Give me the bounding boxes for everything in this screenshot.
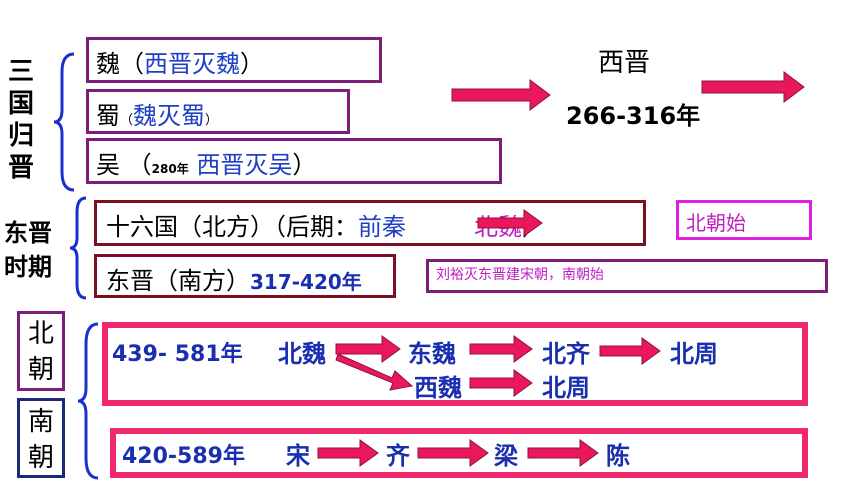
beichao-beiqi: 北齐	[542, 340, 590, 368]
beichao-xiwei: 西魏	[414, 374, 462, 402]
label-char: 晋	[7, 153, 34, 183]
nanchao-song: 宋	[286, 442, 310, 470]
beichao-beizhou-1: 北周	[670, 340, 718, 368]
arrow-dongwei-beiqi	[469, 335, 533, 363]
label-line: 东晋	[4, 219, 52, 247]
arrow-from-xijin	[701, 71, 805, 103]
nanchao-box	[110, 428, 808, 478]
shu-note: 魏灭蜀	[133, 102, 206, 130]
nanchao-qi: 齐	[386, 442, 410, 470]
label-char: 三	[7, 57, 34, 87]
beichao-start-box	[676, 200, 812, 240]
arrow-beiwei-xiwei	[335, 353, 414, 391]
label-dongjin: 东晋 时期	[4, 216, 52, 284]
wei-row: 魏（西晋灭魏）	[96, 44, 264, 79]
shu-open: （	[120, 113, 134, 128]
nanchao-liang: 梁	[494, 442, 518, 470]
label-nanchao: 南 朝	[24, 404, 58, 476]
wu-name: 吴 （	[96, 151, 152, 179]
label-char: 北	[27, 319, 54, 349]
label-char: 归	[7, 121, 34, 151]
arrow-qianqin-beiwei	[477, 209, 543, 237]
shu-close: ）	[205, 113, 219, 128]
arrow-liang-chen	[527, 439, 599, 467]
dongjin-prefix: 东晋（南方）	[106, 267, 250, 295]
arrow-xiwei-beizhou	[469, 369, 533, 397]
liuyu-text: 刘裕灭东晋建宋朝，南朝始	[436, 267, 604, 283]
nanchao-chen: 陈	[606, 442, 630, 470]
shu-name: 蜀	[96, 102, 120, 130]
wu-close: ）	[292, 151, 317, 179]
dongjin-box	[94, 254, 396, 298]
beichao-years: 439- 581年	[112, 342, 243, 367]
wei-name: 魏（	[96, 50, 144, 78]
wu-box	[86, 138, 502, 184]
dongjin-years: 317-420年	[250, 270, 362, 294]
xijin-title: 西晋	[598, 48, 651, 78]
beichao-box	[102, 322, 808, 406]
beichao-beiwei: 北魏	[278, 340, 326, 368]
label-sanguo: 三 国 归 晋	[4, 56, 38, 184]
label-char: 朝	[27, 443, 54, 473]
arrow-qi-liang	[417, 439, 489, 467]
shu-row: 蜀（魏灭蜀）	[96, 96, 218, 131]
arrow-to-xijin	[451, 79, 551, 111]
xijin-years: 266-316年	[566, 102, 701, 130]
brace-nanbei	[77, 322, 99, 480]
label-char: 国	[7, 89, 34, 119]
label-beichao: 北 朝	[24, 316, 58, 388]
wu-year: 280年	[151, 162, 189, 176]
label-char: 朝	[27, 355, 54, 385]
label-line: 时期	[4, 253, 52, 281]
nanchao-years: 420-589年	[122, 444, 245, 469]
nanchao-label-box	[17, 398, 65, 478]
liuyu-box	[426, 259, 828, 293]
arrow-song-qi	[317, 439, 379, 467]
beichao-start: 北朝始	[686, 211, 746, 235]
beichao-beizhou-2: 北周	[542, 374, 590, 402]
brace-sanguo	[53, 52, 75, 192]
beichao-dongwei: 东魏	[408, 340, 456, 368]
shu-box	[86, 89, 350, 134]
brace-dongjin	[69, 196, 87, 300]
beichao-label-box	[17, 311, 65, 391]
arrow-beiqi-beizhou	[599, 337, 661, 365]
sixteen-kingdoms-box	[94, 200, 646, 246]
dongjin-row: 东晋（南方）317-420年	[106, 261, 362, 296]
wu-note: 西晋灭吴	[188, 151, 293, 179]
qianqin: 前秦	[358, 213, 406, 241]
label-char: 南	[27, 407, 54, 437]
wei-box	[86, 37, 382, 83]
wei-close: ）	[240, 50, 264, 78]
arrow-beiwei-dongwei	[335, 335, 401, 363]
wei-note: 西晋灭魏	[144, 50, 240, 78]
sixteen-prefix: 十六国（北方）（后期：	[106, 213, 358, 241]
wu-row: 吴 （280年 西晋灭吴）	[96, 145, 316, 180]
